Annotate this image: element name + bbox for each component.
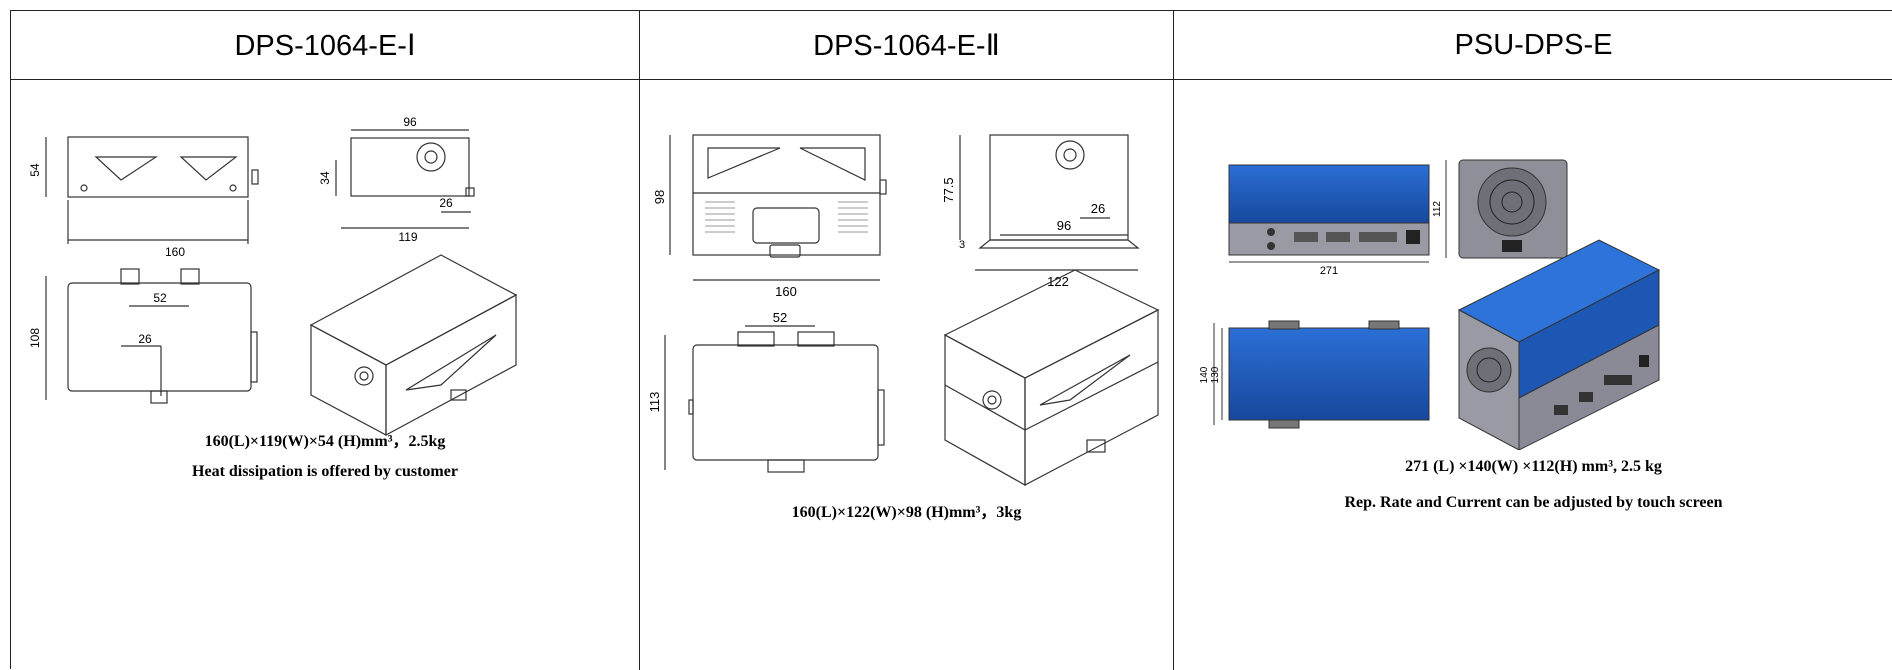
dimension-drawing-dps-1064-e-1: 160 54 96 34 26 119 xyxy=(28,115,518,437)
dimension-drawing-dps-1064-e-2: 98 160 77.5 26 96 122 3 xyxy=(647,134,1160,487)
dim-plate-width: 52 xyxy=(153,291,167,305)
product-name-header: PSU-DPS-E xyxy=(1174,11,1892,80)
dim-inner: 96 xyxy=(1057,218,1071,233)
product-image-psu-dps-e: 271 112 140 130 xyxy=(1199,159,1661,450)
dim-height: 98 xyxy=(652,190,667,204)
product-table: DPS-1064-E-Ⅰ 160 54 xyxy=(10,10,1892,670)
dim-height: 54 xyxy=(28,163,42,177)
spec-dimensions: 160(L)×119(W)×54 (H)mm³，2.5kg xyxy=(204,433,446,450)
dim-base: 122 xyxy=(1047,274,1069,289)
dim-length: 160 xyxy=(165,245,185,259)
dim-plate-height: 108 xyxy=(28,328,42,348)
product-column-3: PSU-DPS-E 271 xyxy=(1174,11,1892,670)
dim-width: 96 xyxy=(403,115,417,129)
product-name-header: DPS-1064-E-Ⅱ xyxy=(640,11,1173,80)
spec-note: Rep. Rate and Current can be adjusted by… xyxy=(1344,494,1723,511)
product-column-2: DPS-1064-E-Ⅱ 9 xyxy=(640,11,1174,670)
dim-side-height: 77.5 xyxy=(941,177,956,202)
spec-note: Heat dissipation is offered by customer xyxy=(192,463,458,480)
dim-outer: 140 xyxy=(1199,366,1210,383)
dim-small: 3 xyxy=(959,239,965,251)
dim-base: 119 xyxy=(398,230,417,244)
dim-length: 271 xyxy=(1320,265,1338,277)
dim-height: 112 xyxy=(1432,201,1443,217)
dim-plate-offset: 26 xyxy=(138,332,152,346)
product-column-1: DPS-1064-E-Ⅰ 160 54 xyxy=(11,11,640,670)
product-name-header: DPS-1064-E-Ⅰ xyxy=(11,11,639,80)
product-body: 160 54 96 34 26 119 xyxy=(11,80,639,670)
dim-plate-height: 113 xyxy=(647,392,662,413)
spec-dimensions: 160(L)×122(W)×98 (H)mm³，3kg xyxy=(791,504,1022,521)
dim-depth: 34 xyxy=(318,171,332,185)
product-body: 98 160 77.5 26 96 122 3 xyxy=(640,80,1173,670)
dim-offset: 26 xyxy=(1091,201,1105,216)
spec-dimensions: 271 (L) ×140(W) ×112(H) mm³, 2.5 kg xyxy=(1405,458,1662,475)
dim-offset: 26 xyxy=(439,196,453,210)
dim-plate-width: 52 xyxy=(773,310,787,325)
product-body: 271 112 140 130 xyxy=(1174,80,1892,670)
dim-length: 160 xyxy=(775,284,797,299)
dim-inner: 130 xyxy=(1210,366,1221,383)
